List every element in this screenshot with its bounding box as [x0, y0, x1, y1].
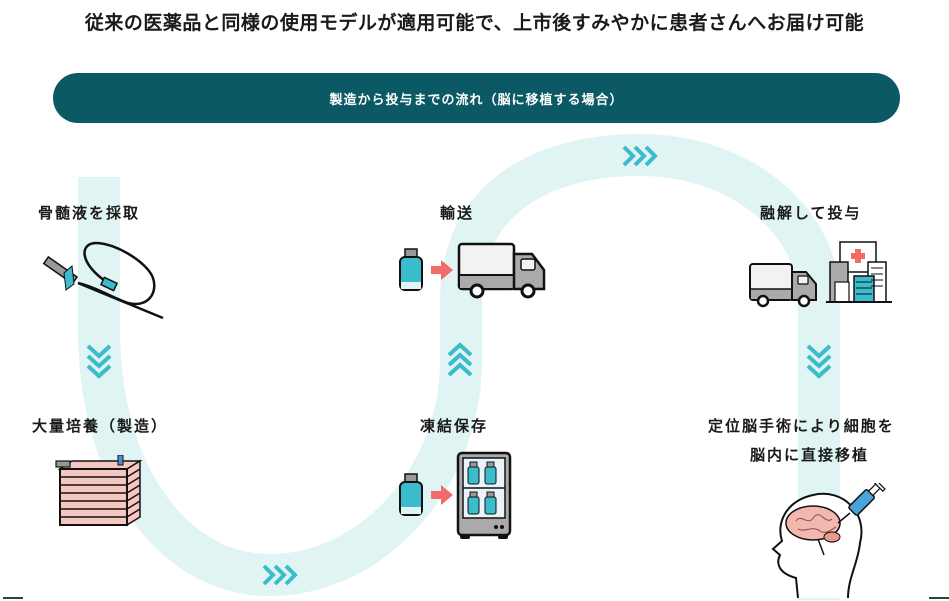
truck-icon	[457, 242, 546, 299]
page-headline: 従来の医薬品と同様の使用モデルが適用可能で、上市後すみやかに患者さんへお届け可能	[84, 12, 865, 34]
vial-icon	[399, 473, 423, 516]
flow-banner: 製造から投与までの流れ（脳に移植する場合）	[53, 73, 900, 123]
chevron-right-icon	[262, 564, 298, 586]
corner-mark-right	[929, 597, 949, 599]
vial-icon	[399, 248, 423, 291]
culture-tank-icon	[55, 455, 143, 527]
freezer-icon	[456, 451, 512, 539]
step-culture-label: 大量培養（製造）	[32, 417, 169, 435]
arrow-right-icon	[431, 485, 453, 505]
corner-mark-left	[3, 597, 23, 599]
chevron-down-icon	[86, 344, 112, 379]
truck-icon	[749, 263, 817, 308]
chevron-down-icon	[806, 344, 832, 379]
step-transport-label: 輸送	[440, 204, 475, 222]
bone-marrow-needle-icon	[42, 241, 164, 320]
arrow-right-icon	[431, 260, 453, 280]
hospital-icon	[826, 241, 892, 303]
chevron-right-icon	[622, 145, 658, 167]
step-harvest-label: 骨髄液を採取	[38, 204, 141, 222]
step-freeze-label: 凍結保存	[420, 417, 489, 435]
banner-title: 製造から投与までの流れ（脳に移植する場合）	[329, 92, 624, 108]
step-thaw-label: 融解して投与	[760, 204, 862, 222]
step-transplant-label-line2: 脳内に直接移植	[750, 446, 870, 464]
brain-syringe-icon	[771, 483, 886, 598]
chevron-up-icon	[447, 342, 473, 377]
flow-band	[78, 133, 840, 600]
step-transplant-label-line1: 定位脳手術により細胞を	[708, 417, 895, 435]
